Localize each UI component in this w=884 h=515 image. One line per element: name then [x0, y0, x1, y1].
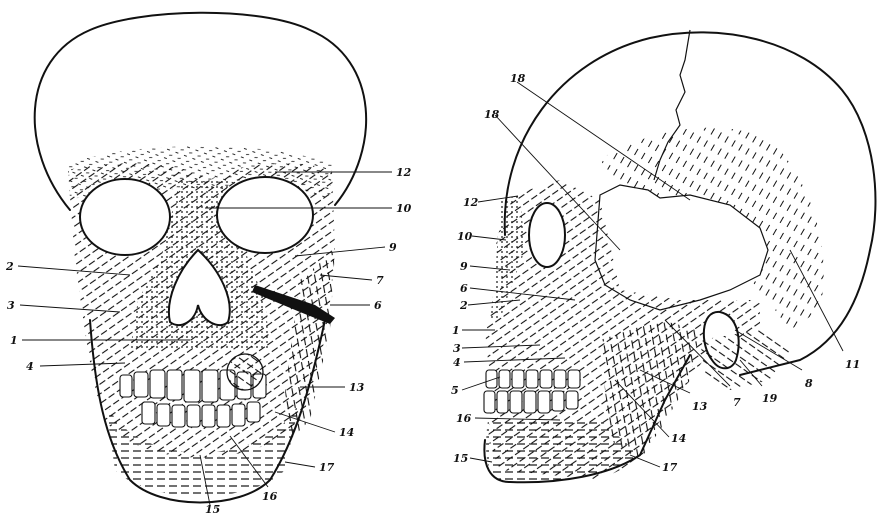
side-label-5: 5 — [451, 384, 459, 397]
front-label-14: 14 — [339, 426, 354, 439]
side-label-6: 6 — [460, 282, 468, 295]
side-label-15: 15 — [453, 452, 468, 465]
side-label-13: 13 — [692, 400, 708, 413]
front-label-17: 17 — [319, 461, 335, 474]
front-label-9: 9 — [389, 241, 397, 254]
side-label-7: 7 — [733, 396, 741, 409]
front-eye-socket-left — [80, 179, 170, 255]
side-label-2: 2 — [459, 299, 468, 312]
front-label-7: 7 — [376, 274, 384, 287]
side-label-1: 1 — [452, 324, 460, 337]
side-label-12: 12 — [463, 196, 479, 209]
side-label-19: 19 — [762, 392, 778, 405]
side-label-18-a: 18 — [510, 72, 526, 85]
side-label-4: 4 — [453, 356, 461, 369]
side-label-9: 9 — [460, 260, 468, 273]
side-view: 18 18 12 10 9 6 2 1 3 4 5 16 15 13 7 8 1… — [451, 30, 875, 482]
front-label-4: 4 — [26, 360, 34, 373]
side-label-10: 10 — [457, 230, 473, 243]
side-label-3: 3 — [453, 342, 461, 355]
front-buccinator-knot — [227, 354, 263, 390]
side-upper-teeth — [486, 370, 580, 388]
side-label-11: 11 — [845, 358, 860, 371]
side-eye-socket — [529, 203, 565, 267]
front-label-12: 12 — [396, 166, 412, 179]
front-eye-socket-right — [217, 177, 313, 253]
front-label-10: 10 — [396, 202, 412, 215]
side-label-8: 8 — [805, 377, 813, 390]
front-view: 12 10 9 2 7 6 3 1 4 13 14 17 16 15 — [5, 13, 412, 515]
side-label-14: 14 — [671, 432, 686, 445]
front-label-3: 3 — [7, 299, 15, 312]
front-label-16: 16 — [262, 490, 278, 503]
side-mastoid-muscles — [700, 330, 790, 390]
side-lower-teeth — [484, 391, 578, 413]
front-label-15: 15 — [205, 503, 220, 515]
side-label-18-b: 18 — [484, 108, 500, 121]
front-label-2: 2 — [5, 260, 14, 273]
side-label-17: 17 — [662, 461, 678, 474]
side-label-16: 16 — [456, 412, 472, 425]
front-label-6: 6 — [374, 299, 382, 312]
front-label-13: 13 — [349, 381, 365, 394]
front-label-1: 1 — [10, 334, 18, 347]
